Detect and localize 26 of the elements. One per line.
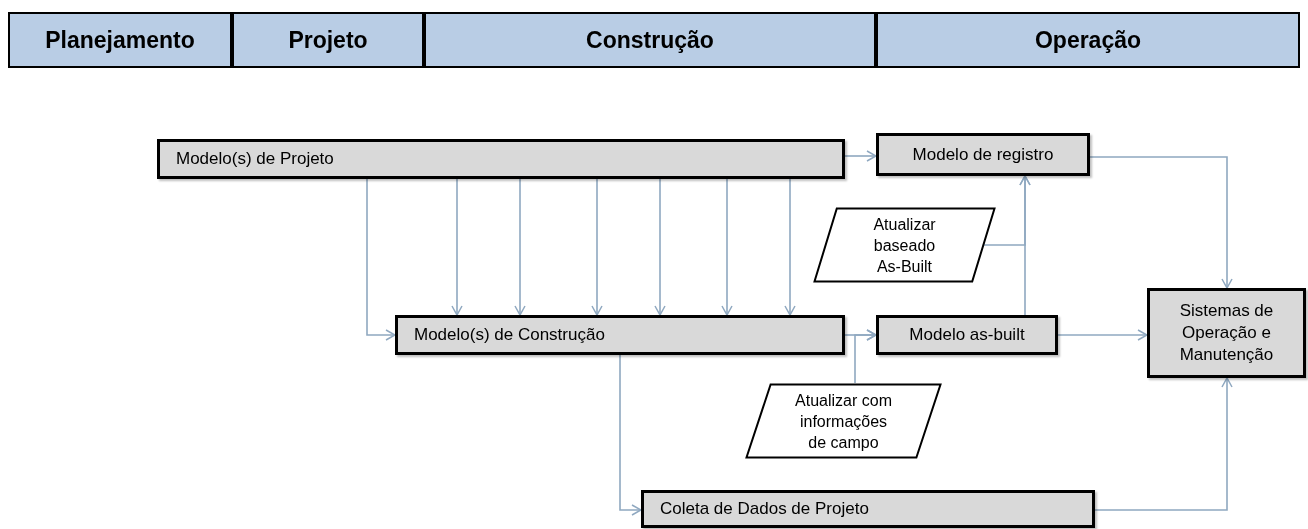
process-box: Modelo(s) de Construção: [395, 315, 845, 355]
process-box: Sistemas de Operação e Manutenção: [1147, 288, 1306, 378]
process-box: Modelo as-built: [876, 315, 1058, 355]
arrow: [514, 178, 526, 316]
input-parallelogram: Atualizar baseado As-Built: [813, 207, 996, 283]
arrow: [591, 178, 603, 316]
arrow: [721, 178, 733, 316]
arrow: [784, 178, 796, 316]
process-box: Modelo de registro: [876, 133, 1090, 176]
arrow: [451, 178, 463, 316]
arrow: [854, 329, 877, 384]
arrow: [1019, 175, 1031, 316]
process-box: Modelo(s) de Projeto: [157, 139, 845, 179]
phase-header: Operação: [876, 12, 1300, 68]
arrow: [1057, 329, 1148, 341]
arrow: [654, 178, 666, 316]
phase-header: Construção: [424, 12, 876, 68]
arrow: [1094, 377, 1233, 511]
arrow: [1089, 156, 1233, 289]
process-box: Coleta de Dados de Projeto: [641, 490, 1095, 528]
arrow: [619, 354, 642, 516]
input-parallelogram: Atualizar com informações de campo: [745, 383, 942, 459]
arrow: [844, 150, 877, 162]
phase-header: Planejamento: [8, 12, 232, 68]
arrow: [366, 178, 396, 341]
phase-header: Projeto: [232, 12, 424, 68]
